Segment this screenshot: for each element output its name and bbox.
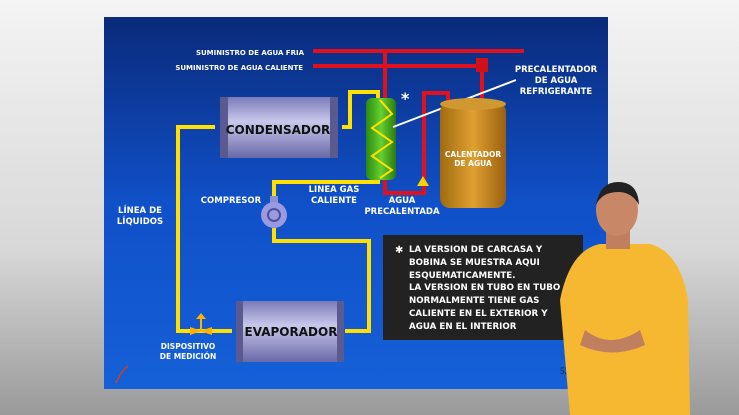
liquid-line-label-2: LÍQUIDOS bbox=[117, 215, 163, 227]
svg-text:EVAPORADOR: EVAPORADOR bbox=[245, 325, 338, 339]
metering-device-icon bbox=[190, 313, 212, 335]
note-line: BOBINA SE MUESTRA AQUI bbox=[409, 258, 540, 268]
note-line: ESQUEMATICAMENTE. bbox=[409, 271, 516, 281]
hot-supply-label: SUMINISTRO DE AGUA CALIENTE bbox=[175, 64, 303, 72]
evaporator: EVAPORADOR bbox=[236, 301, 344, 362]
preheater-coil: * bbox=[366, 89, 410, 180]
note-line: NORMALMENTE TIENE GAS bbox=[409, 296, 539, 306]
logo-icon bbox=[115, 365, 129, 384]
page-number: 52 bbox=[560, 366, 569, 376]
slide: CONDENSADOR * CALENTADOR DE AGUA EVAPORA… bbox=[104, 17, 608, 389]
hot-gas-line-label: LINEA GAS bbox=[309, 185, 360, 195]
note-asterisk: ✱ bbox=[395, 245, 403, 256]
note-line: CALIENTE EN EL EXTERIOR Y bbox=[409, 309, 548, 319]
hot-gas-line-label-2: CALIENTE bbox=[311, 196, 357, 206]
liquid-line-label: LÍNEA DE bbox=[118, 204, 162, 216]
svg-text:DE AGUA: DE AGUA bbox=[454, 159, 492, 168]
svg-text:CONDENSADOR: CONDENSADOR bbox=[226, 123, 331, 137]
water-heater: CALENTADOR DE AGUA bbox=[440, 98, 506, 208]
compressor bbox=[261, 196, 287, 228]
preheated-water-label-2: PRECALENTADA bbox=[364, 207, 440, 217]
presenter bbox=[560, 182, 690, 415]
preheater-label-2: DE AGUA bbox=[535, 76, 578, 86]
note-line: AGUA EN EL INTERIOR bbox=[409, 322, 517, 332]
preheater-label-3: REFRIGERANTE bbox=[520, 87, 593, 97]
flow-arrow-icon bbox=[417, 176, 429, 186]
metering-label: DISPOSITIVO bbox=[161, 342, 215, 351]
valve-icon bbox=[476, 58, 488, 72]
svg-text:*: * bbox=[401, 89, 410, 108]
metering-label-2: DE MEDICIÓN bbox=[160, 352, 217, 361]
preheated-water-label: AGUA bbox=[389, 196, 416, 206]
cold-supply-label: SUMINISTRO DE AGUA FRIA bbox=[196, 49, 305, 57]
compressor-label: COMPRESOR bbox=[201, 196, 262, 206]
water-pipes bbox=[313, 49, 524, 195]
note-line: LA VERSION EN TUBO EN TUBO bbox=[409, 283, 560, 293]
svg-text:CALENTADOR: CALENTADOR bbox=[445, 150, 501, 159]
preheater-label: PRECALENTADOR bbox=[515, 65, 598, 75]
note-line: LA VERSION DE CARCASA Y bbox=[409, 245, 543, 255]
condenser: CONDENSADOR bbox=[220, 97, 338, 158]
note-box: ✱ LA VERSION DE CARCASA Y BOBINA SE MUES… bbox=[383, 235, 583, 340]
